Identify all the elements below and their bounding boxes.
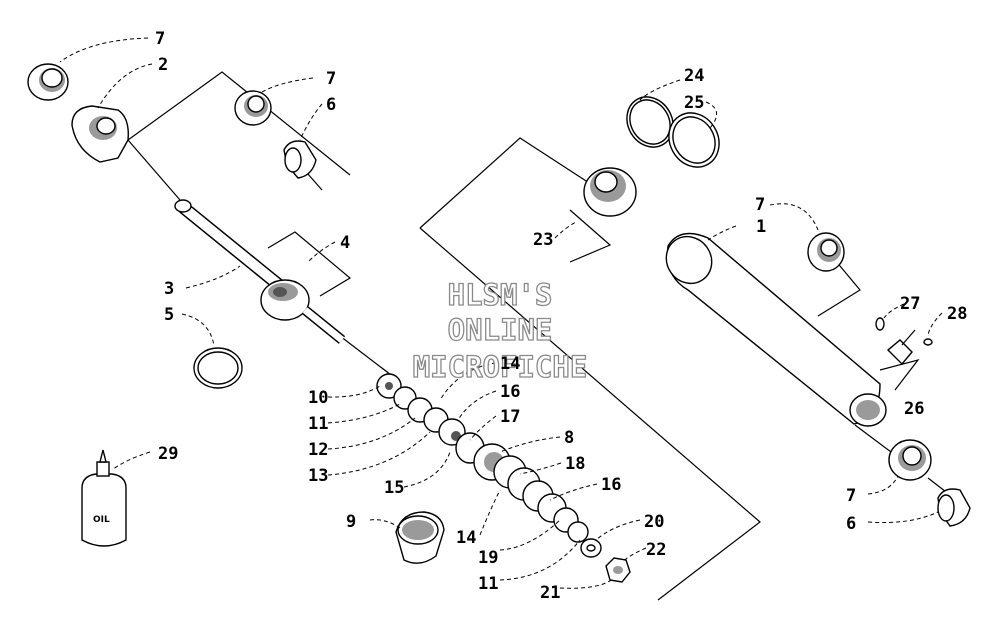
shock-body-part-1 — [665, 232, 887, 427]
watermark-line-3: MICROFICHE — [413, 350, 588, 384]
callout-15: 15 — [384, 478, 404, 498]
callout-21: 21 — [540, 583, 560, 603]
lower-shim-stack — [507, 467, 589, 543]
callout-6b: 6 — [846, 514, 856, 534]
bushing-part-7-lower — [888, 439, 932, 481]
callout-27: 27 — [900, 294, 920, 314]
callout-7a: 7 — [155, 29, 165, 49]
callout-7d: 7 — [846, 486, 856, 506]
callout-14a: 14 — [500, 354, 520, 374]
o-ring-part-5 — [193, 347, 243, 389]
valve-shim-stack — [376, 373, 485, 464]
sleeve-part-6-lower — [937, 488, 971, 527]
bumper-ring-part-9 — [395, 511, 445, 564]
callout-11a: 11 — [308, 414, 328, 434]
valve-cap-part-27 — [875, 317, 885, 331]
callout-28: 28 — [947, 304, 967, 324]
callout-18: 18 — [565, 454, 585, 474]
bushing-part-7-upper-right — [234, 90, 272, 126]
callout-22: 22 — [646, 540, 666, 560]
callout-2: 2 — [158, 55, 168, 75]
assembly-lines — [127, 71, 951, 601]
callout-5: 5 — [164, 305, 174, 325]
callout-23: 23 — [533, 230, 553, 250]
callout-14b: 14 — [456, 528, 476, 548]
callout-3: 3 — [164, 279, 174, 299]
callout-labels: 7 2 7 6 4 3 5 10 11 12 13 14 16 17 15 8 … — [155, 29, 967, 603]
callout-9: 9 — [346, 512, 356, 532]
oil-bottle-part-29: OIL — [81, 449, 127, 547]
callout-8: 8 — [564, 428, 574, 448]
callout-16b: 16 — [601, 475, 621, 495]
callout-10: 10 — [308, 388, 328, 408]
callout-17: 17 — [500, 407, 520, 427]
callout-11b: 11 — [478, 574, 498, 594]
callout-25: 25 — [684, 93, 704, 113]
bushing-part-7-right — [807, 232, 845, 272]
watermark-line-2: ONLINE — [448, 313, 553, 347]
callout-13: 13 — [308, 466, 328, 486]
sleeve-part-6-upper — [283, 140, 317, 179]
callout-12: 12 — [308, 440, 328, 460]
callout-4: 4 — [340, 233, 350, 253]
leader-lines — [59, 37, 943, 589]
callout-1: 1 — [756, 217, 766, 237]
bushing-part-7-upper-left — [27, 63, 69, 101]
oil-bottle-label: OIL — [93, 515, 110, 525]
watermark-line-1: HLSM'S — [448, 278, 553, 312]
nut-part-22 — [605, 557, 631, 583]
seal-ring-part-25 — [668, 112, 720, 168]
valve-core-part-28 — [923, 338, 933, 346]
o-ring-part-24 — [626, 96, 674, 148]
callout-6a: 6 — [326, 95, 336, 115]
callout-19: 19 — [478, 548, 498, 568]
callout-7b: 7 — [326, 69, 336, 89]
seal-head-part-23 — [583, 167, 637, 217]
watermark: HLSM'S ONLINE MICROFICHE — [412, 277, 588, 384]
callout-20: 20 — [644, 512, 664, 532]
schrader-valve-part-26 — [886, 329, 916, 366]
callout-7c: 7 — [755, 195, 765, 215]
washer-part-20 — [580, 538, 602, 558]
callout-24: 24 — [684, 66, 704, 86]
callout-29: 29 — [158, 444, 178, 464]
callout-16a: 16 — [500, 382, 520, 402]
callout-26: 26 — [904, 399, 924, 419]
upper-mount-eye-part-2 — [71, 105, 129, 163]
piston-part-4 — [260, 279, 346, 344]
piston-rod-part-3 — [174, 199, 292, 297]
